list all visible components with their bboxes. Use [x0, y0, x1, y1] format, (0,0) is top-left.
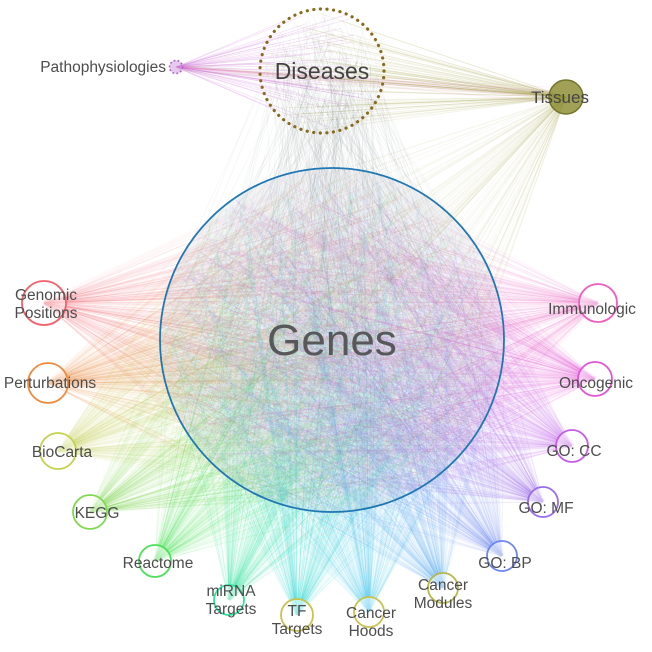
- node-cancer-hoods[interactable]: [353, 596, 385, 628]
- edge-bundle-pathophysiologies: [175, 14, 577, 128]
- edge-bundle-diseases-genes: [161, 12, 501, 498]
- node-perturbations[interactable]: [27, 362, 69, 404]
- biocarta-label: BioCarta: [32, 444, 93, 461]
- node-tf-targets[interactable]: [280, 598, 314, 632]
- diseases-label: Diseases: [275, 58, 370, 84]
- node-immunologic[interactable]: [578, 283, 618, 323]
- node-go-bp[interactable]: [486, 540, 518, 572]
- genes-label: Genes: [267, 316, 397, 365]
- edge-bundle-perturbations: [46, 171, 503, 512]
- node-mirna-targets[interactable]: [213, 584, 245, 616]
- node-genomic-positions[interactable]: [21, 280, 67, 326]
- node-go-mf[interactable]: [527, 486, 559, 518]
- immunologic-label: Immunologic: [548, 301, 636, 318]
- node-cancer-modules[interactable]: [427, 572, 459, 604]
- edge-bundle-mirna-targets: [170, 177, 503, 602]
- go-mf-label: GO: MF: [518, 500, 573, 517]
- edge-bundle-tissues: [172, 12, 567, 503]
- kegg-label: KEGG: [75, 505, 120, 522]
- node-diseases[interactable]: [258, 7, 386, 135]
- edge-bundle-immunologic: [166, 184, 600, 504]
- edge-bundle-reactome: [152, 174, 501, 564]
- tissues-label: Tissues: [531, 88, 589, 107]
- go-bp-label: GO: BP: [478, 555, 531, 572]
- edge-bundle-genomic-positions: [42, 180, 498, 498]
- edge-bundle-go-bp: [160, 180, 505, 559]
- node-reactome[interactable]: [138, 544, 172, 578]
- edge-bundle-go-cc: [162, 171, 575, 503]
- node-genes[interactable]: [159, 167, 505, 513]
- node-go-cc[interactable]: [555, 429, 589, 463]
- edge-bundle-kegg: [87, 179, 486, 515]
- go-cc-label: GO: CC: [546, 443, 601, 460]
- edge-bundle-go-mf: [167, 172, 546, 506]
- node-tissues[interactable]: [548, 79, 584, 115]
- node-oncogenic[interactable]: [577, 361, 613, 397]
- perturbations-label: Perturbations: [4, 375, 96, 392]
- edge-bundle-cancer-hoods: [166, 171, 497, 614]
- reactome-label: Reactome: [123, 555, 194, 572]
- edge-bundle-biocarta: [56, 173, 499, 506]
- edge-bundle-oncogenic: [173, 178, 597, 495]
- pathophysiologies-label: Pathophysiologies: [40, 59, 166, 76]
- node-pathophysiologies[interactable]: [168, 59, 184, 75]
- oncogenic-label: Oncogenic: [559, 375, 633, 392]
- node-kegg[interactable]: [72, 494, 108, 530]
- node-layer: [21, 7, 618, 632]
- edge-bundle-tf-targets: [164, 170, 484, 617]
- node-biocarta[interactable]: [39, 432, 77, 470]
